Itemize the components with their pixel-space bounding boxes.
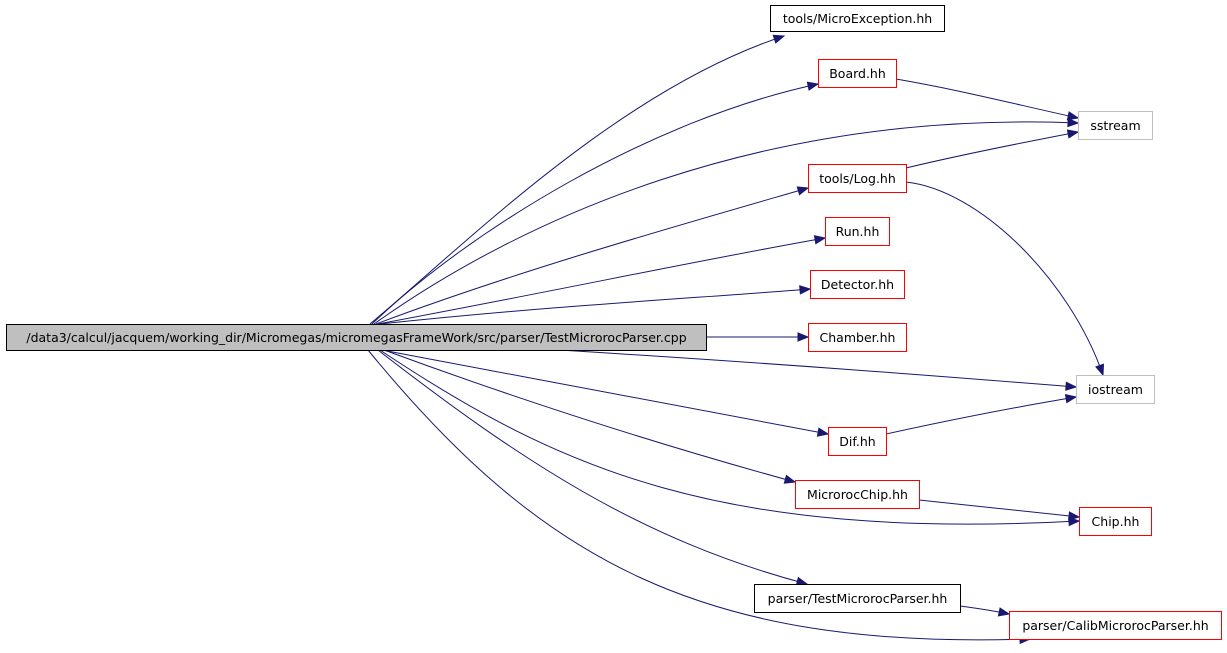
node-root-label: /data3/calcul/jacquem/working_dir/Microm… — [26, 330, 686, 345]
node-microchip-label: MicrorocChip.hh — [807, 487, 908, 502]
edge-root-to-chamber — [706, 332, 810, 342]
edge-root-to-detector-line — [379, 288, 811, 325]
node-microexc[interactable]: tools/MicroException.hh — [770, 5, 945, 32]
node-chamber-box — [808, 323, 907, 352]
node-board-label: Board.hh — [829, 66, 886, 81]
edge-root-to-microchip — [383, 349, 797, 484]
edge-root-to-board-arrowhead — [806, 81, 820, 91]
node-log-box — [808, 164, 907, 193]
edge-microchip-to-chip-arrowhead — [1068, 511, 1081, 521]
node-detector[interactable]: Detector.hh — [810, 270, 905, 299]
node-calib-label: parser/CalibMicrorocParser.hh — [1022, 618, 1208, 633]
edge-root-to-board-line — [371, 83, 819, 325]
node-log[interactable]: tools/Log.hh — [808, 164, 907, 193]
node-sstream-box — [1078, 111, 1153, 140]
edge-root-to-run-line — [377, 237, 826, 325]
node-microchip[interactable]: MicrorocChip.hh — [795, 480, 920, 509]
edge-log-to-iostream-line — [905, 181, 1104, 376]
edge-root-to-log — [375, 186, 810, 325]
node-run-label: Run.hh — [836, 224, 880, 239]
node-board-box — [818, 59, 897, 88]
edge-testparser-to-calib-arrowhead — [997, 607, 1011, 617]
node-root: /data3/calcul/jacquem/working_dir/Microm… — [6, 324, 707, 351]
edge-root-to-run-arrowhead — [813, 235, 827, 245]
node-run[interactable]: Run.hh — [825, 217, 890, 246]
edge-dif-to-iostream — [885, 394, 1078, 435]
edge-root-to-microexc-line — [369, 35, 785, 325]
node-sstream[interactable]: sstream — [1078, 111, 1153, 140]
node-detector-box — [810, 270, 905, 299]
node-board[interactable]: Board.hh — [818, 59, 897, 88]
node-dif-box — [828, 427, 887, 456]
edge-root-to-dif-arrowhead — [816, 427, 830, 437]
edge-microchip-to-chip-line — [918, 499, 1080, 518]
edge-root-to-log-arrowhead — [796, 186, 810, 196]
edge-root-to-microexc-arrowhead — [772, 34, 786, 44]
nodes-layer: /data3/calcul/jacquem/working_dir/Microm… — [6, 5, 1222, 640]
node-iostream-box — [1076, 375, 1155, 404]
node-testparser[interactable]: parser/TestMicrorocParser.hh — [754, 584, 961, 613]
edge-root-to-iostream-line — [559, 349, 1077, 388]
edge-root-to-chamber-arrowhead — [797, 332, 810, 342]
edge-root-to-calib-line — [367, 349, 1031, 641]
edge-dif-to-iostream-arrowhead — [1064, 394, 1078, 404]
node-detector-label: Detector.hh — [821, 277, 894, 292]
node-chip[interactable]: Chip.hh — [1079, 507, 1152, 536]
node-dif-label: Dif.hh — [839, 434, 875, 449]
node-sstream-label: sstream — [1090, 118, 1140, 133]
edge-log-to-sstream-line — [905, 131, 1079, 169]
edge-board-to-sstream — [895, 78, 1080, 121]
node-chip-box — [1079, 507, 1152, 536]
edge-board-to-sstream-line — [895, 78, 1079, 119]
edge-root-to-microchip-arrowhead — [783, 474, 797, 484]
edge-root-to-microchip-line — [383, 349, 796, 483]
node-chamber[interactable]: Chamber.hh — [808, 323, 907, 352]
edges-layer — [367, 34, 1105, 645]
edge-root-to-sstream-line — [373, 121, 1079, 325]
node-calib[interactable]: parser/CalibMicrorocParser.hh — [1009, 611, 1222, 640]
edge-root-to-sstream-arrowhead — [1067, 117, 1080, 128]
node-microchip-box — [795, 480, 920, 509]
node-chip-label: Chip.hh — [1092, 514, 1140, 529]
edge-root-to-testparser-line — [377, 349, 808, 585]
edge-root-to-detector-arrowhead — [799, 285, 812, 295]
edge-log-to-sstream — [905, 129, 1080, 169]
edge-root-to-dif — [381, 349, 830, 437]
edge-root-to-iostream — [559, 349, 1078, 391]
edge-root-to-chip-line — [379, 349, 1080, 525]
edge-root-to-chip — [379, 349, 1081, 527]
edge-dif-to-iostream-line — [885, 396, 1077, 435]
node-testparser-box — [754, 584, 961, 613]
node-dif[interactable]: Dif.hh — [828, 427, 887, 456]
edge-root-to-dif-line — [381, 349, 829, 435]
node-root-box — [6, 324, 707, 351]
edge-root-to-run — [377, 235, 827, 325]
node-chamber-label: Chamber.hh — [820, 330, 896, 345]
edge-log-to-iostream — [905, 181, 1105, 377]
node-log-label: tools/Log.hh — [819, 171, 896, 186]
edge-testparser-to-calib — [959, 605, 1011, 617]
edge-root-to-detector — [379, 285, 812, 325]
edge-log-to-iostream-arrowhead — [1095, 363, 1105, 377]
edge-log-to-sstream-arrowhead — [1066, 129, 1080, 139]
edge-root-to-log-line — [375, 187, 809, 325]
edge-board-to-sstream-arrowhead — [1066, 111, 1080, 121]
node-iostream[interactable]: iostream — [1076, 375, 1155, 404]
node-iostream-label: iostream — [1088, 382, 1143, 397]
node-microexc-box — [770, 5, 945, 32]
node-microexc-label: tools/MicroException.hh — [783, 11, 932, 26]
edge-root-to-iostream-arrowhead — [1065, 381, 1078, 391]
node-testparser-label: parser/TestMicrorocParser.hh — [768, 591, 948, 606]
node-calib-box — [1009, 611, 1222, 640]
edge-microchip-to-chip — [918, 499, 1081, 521]
edge-root-to-microexc — [369, 34, 786, 325]
node-run-box — [825, 217, 890, 246]
edge-root-to-board — [371, 81, 820, 325]
edge-root-to-sstream — [373, 117, 1080, 325]
